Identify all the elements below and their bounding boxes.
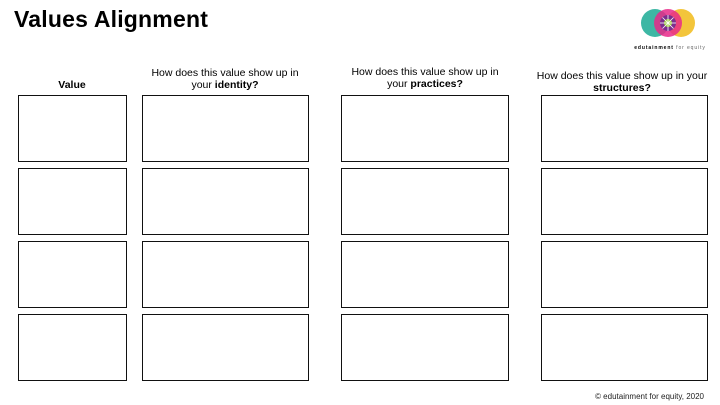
header-structures-text: How does this value show up in your	[536, 70, 708, 82]
cell-identity-row-1[interactable]	[142, 95, 309, 162]
header-identity-text: How does this value show up in your	[151, 67, 299, 91]
cell-value-row-4[interactable]	[18, 314, 127, 381]
cell-value-row-2[interactable]	[18, 168, 127, 235]
page-title: Values Alignment	[14, 6, 209, 32]
logo-wordmark-b: for equity	[676, 45, 706, 51]
copyright-footer: © edutainment for equity, 2020	[595, 392, 704, 401]
cell-structures-row-3[interactable]	[541, 241, 708, 308]
header-structures: How does this value show up in your stru…	[534, 70, 710, 94]
edutainment-logo-icon	[641, 9, 695, 37]
header-identity-keyword: identity?	[214, 79, 259, 91]
header-practices-keyword: practices?	[410, 78, 463, 90]
cell-structures-row-1[interactable]	[541, 95, 708, 162]
cell-practices-row-1[interactable]	[341, 95, 509, 162]
logo-wordmark-a: edutainment	[634, 45, 677, 51]
logo-wordmark: edutainment for equity	[628, 45, 712, 51]
cell-identity-row-4[interactable]	[142, 314, 309, 381]
cell-identity-row-2[interactable]	[142, 168, 309, 235]
header-value: Value	[18, 79, 126, 91]
header-practices-text: How does this value show up in your	[351, 66, 499, 90]
header-practices: How does this value show up in your prac…	[342, 66, 508, 90]
cell-practices-row-2[interactable]	[341, 168, 509, 235]
cell-value-row-3[interactable]	[18, 241, 127, 308]
cell-value-row-1[interactable]	[18, 95, 127, 162]
cell-structures-row-2[interactable]	[541, 168, 708, 235]
cell-practices-row-3[interactable]	[341, 241, 509, 308]
cell-identity-row-3[interactable]	[142, 241, 309, 308]
header-identity: How does this value show up in your iden…	[142, 67, 308, 91]
cell-practices-row-4[interactable]	[341, 314, 509, 381]
cell-structures-row-4[interactable]	[541, 314, 708, 381]
header-value-text: Value	[58, 79, 86, 91]
header-structures-keyword: structures?	[593, 82, 651, 94]
